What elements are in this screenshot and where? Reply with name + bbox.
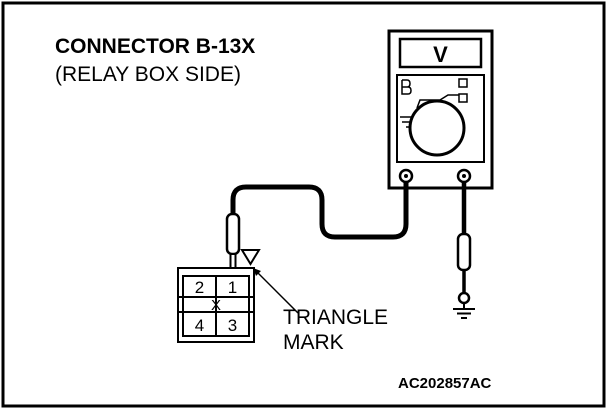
multimeter: V (387, 29, 494, 190)
triangle-mark-icon (240, 249, 261, 266)
callout-label-line1: TRIANGLE (283, 306, 388, 329)
pin-label: 3 (228, 316, 237, 335)
callout-arrow-icon (253, 268, 261, 276)
ground-clip (457, 291, 471, 305)
range-indicator (458, 78, 468, 88)
range-indicator (458, 93, 468, 103)
callout-leader (252, 267, 299, 314)
pin-label: 4 (195, 316, 204, 335)
center-mark: X (211, 297, 221, 314)
figure-code: AC202857AC (398, 375, 492, 392)
connector-title: CONNECTOR B-13X (55, 35, 255, 58)
connector-subtitle: (RELAY BOX SIDE) (55, 63, 241, 86)
test-lead-wire (230, 182, 409, 240)
pin-label: 2 (195, 278, 204, 297)
ground-lead (453, 182, 475, 319)
probe-handle (225, 212, 241, 256)
probe-tip (225, 212, 241, 277)
ground-icon (453, 303, 475, 319)
pin-label: 1 (228, 278, 237, 297)
battery-mark-icon (401, 79, 412, 95)
selector-dial (408, 99, 466, 157)
com-jack-center (404, 174, 408, 178)
ground-probe (456, 232, 472, 272)
connector-b13x: 2 1 X 4 3 (177, 249, 261, 343)
input-jack-center (462, 174, 466, 178)
display-symbol: V (433, 42, 448, 67)
callout-label-line2: MARK (283, 331, 344, 354)
multimeter-display (398, 37, 483, 69)
